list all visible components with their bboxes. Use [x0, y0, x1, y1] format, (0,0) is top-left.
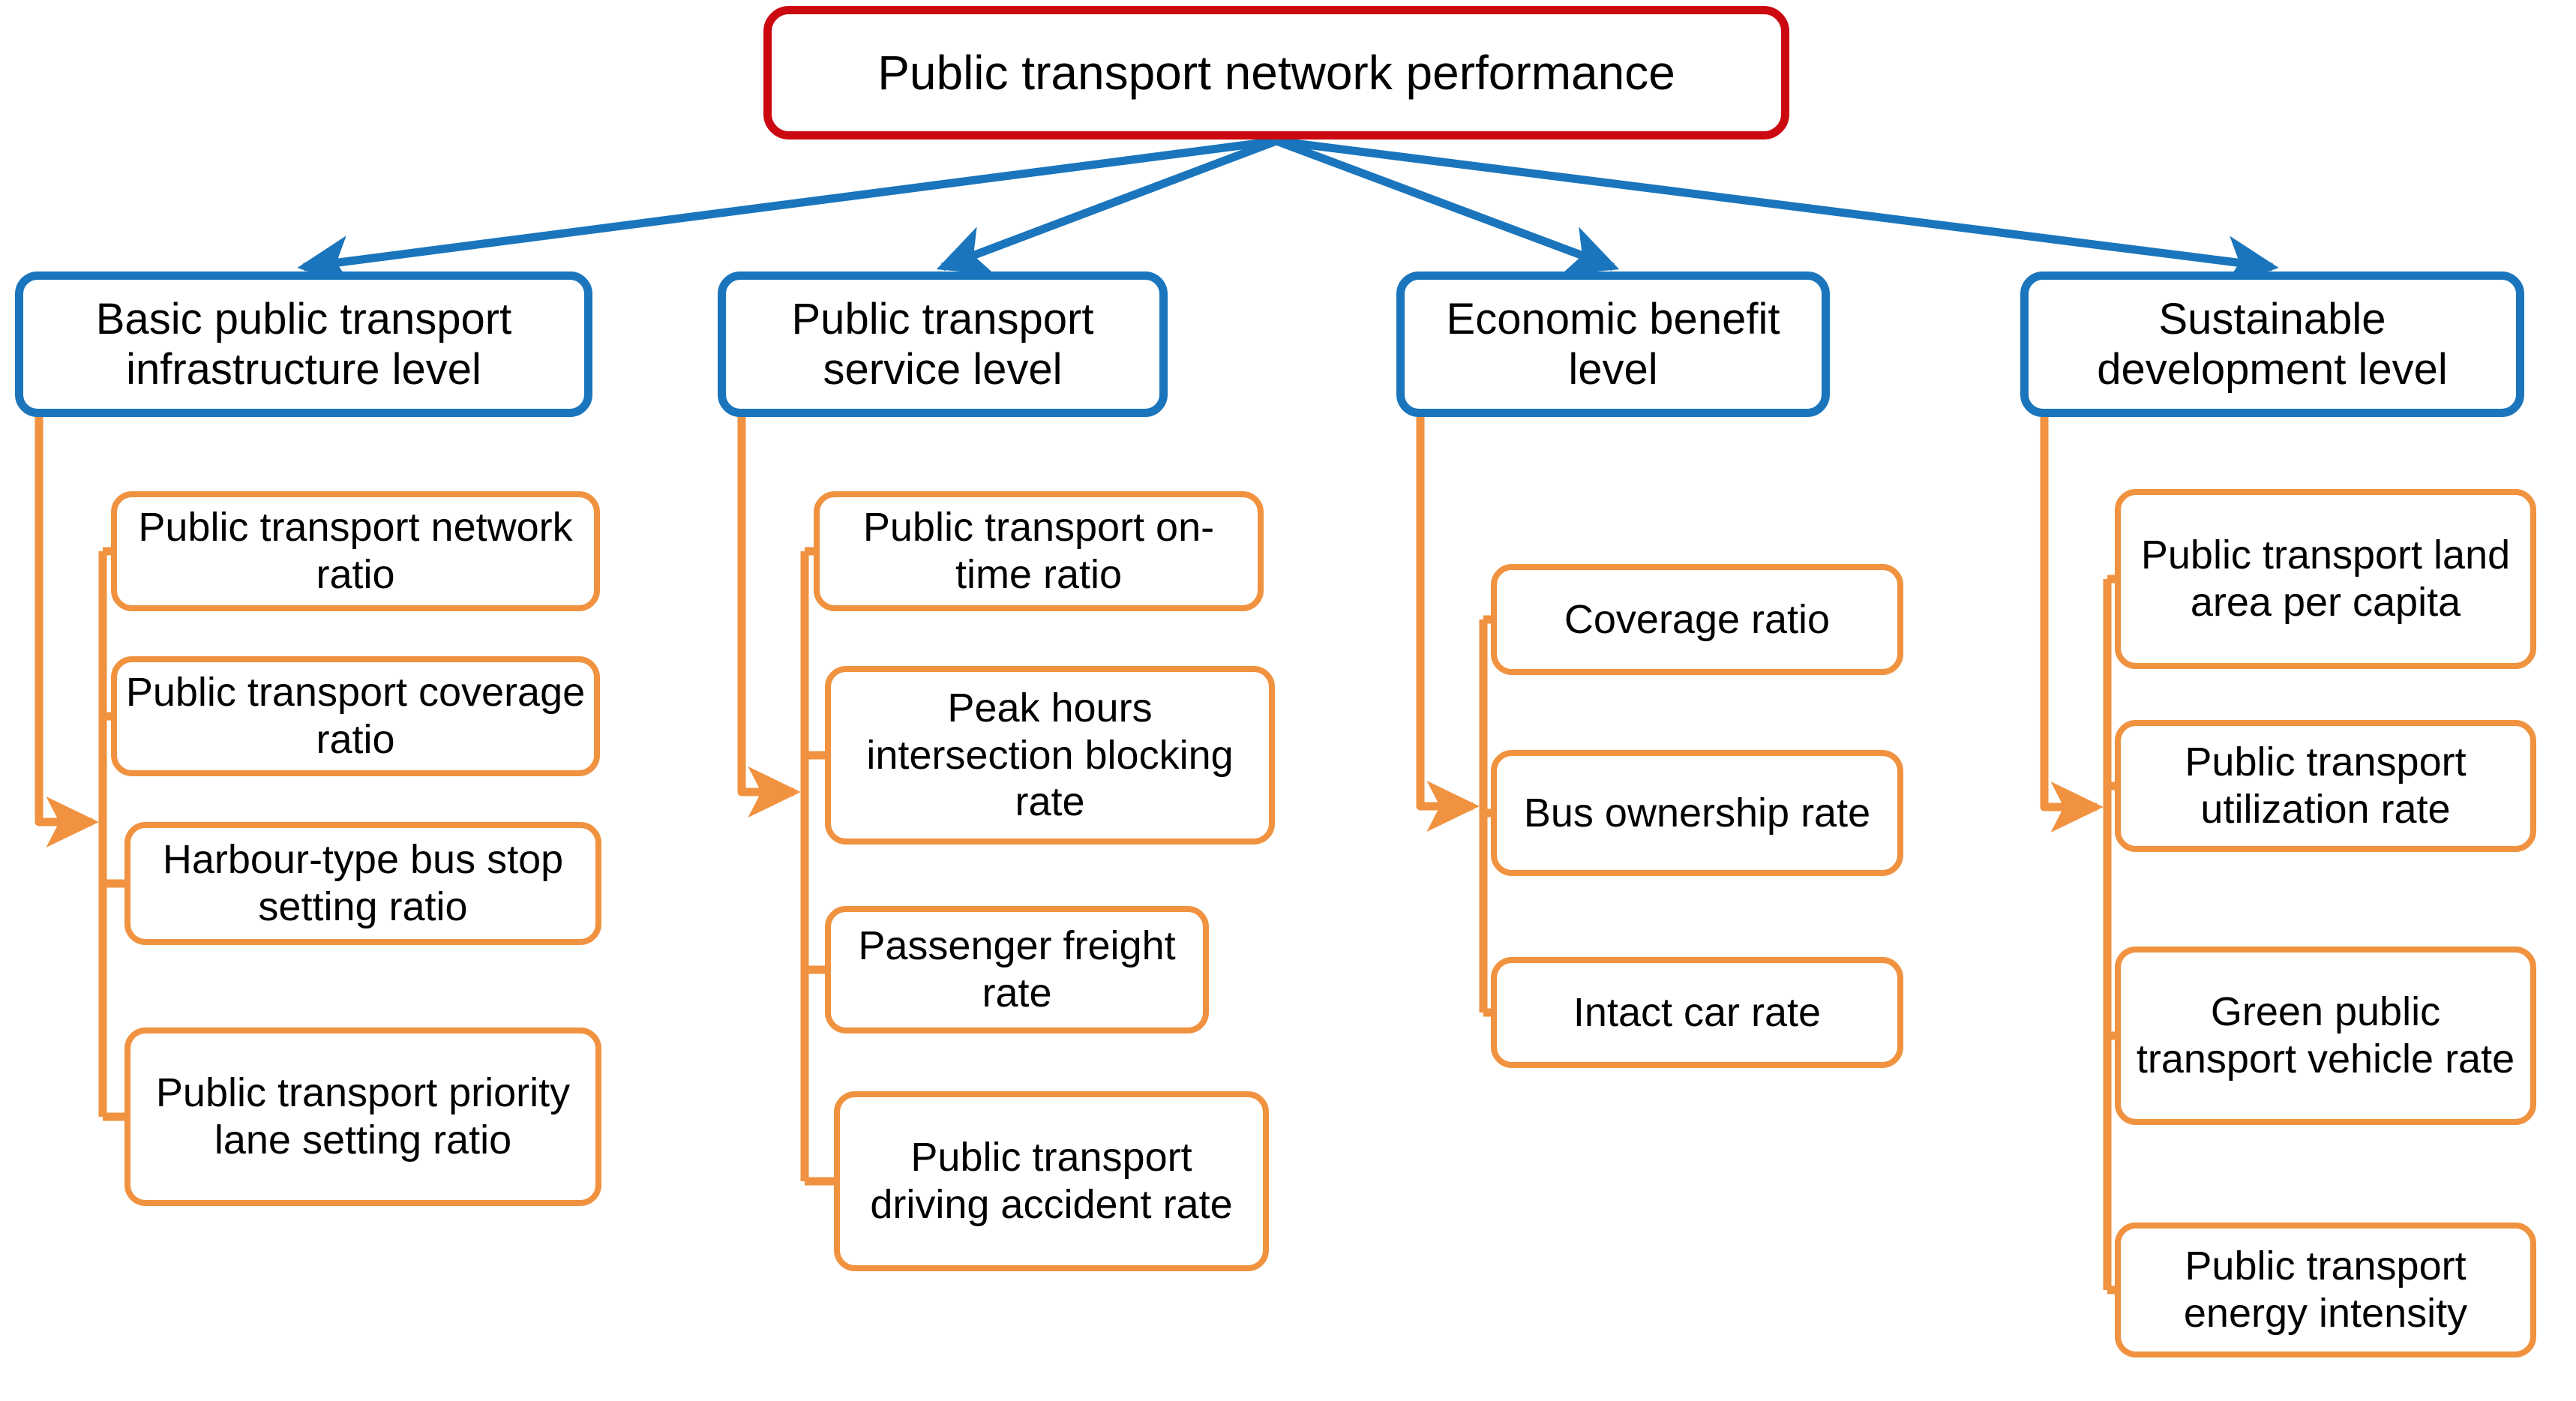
leaf-node-public-transport-energy-intensity[interactable]: Public transport energy intensity [2115, 1222, 2536, 1358]
leaf-node-public-transport-network-ratio-label: Public transport network ratio [138, 505, 573, 597]
root-to-branch-arrow-basic-public-transport-infrastructure-level [297, 136, 1277, 286]
leaf-node-public-transport-driving-accident-rate[interactable]: Public transport driving accident rate [834, 1091, 1269, 1271]
leaf-node-peak-hours-intersection-blocking-rate[interactable]: Peak hours intersection blocking rate [825, 666, 1275, 844]
root-to-branch-arrow-public-transport-service-level [936, 136, 1278, 275]
leaf-node-public-transport-land-area-per-capita-label: Public transport land area per capita [2140, 532, 2511, 625]
leaf-node-coverage-ratio-label: Coverage ratio [1564, 596, 1831, 642]
branch-node-basic-public-transport-infrastructure-level[interactable]: Basic public transport infrastructure le… [15, 272, 592, 417]
leaf-node-public-transport-utilization-rate[interactable]: Public transport utilization rate [2115, 720, 2536, 852]
leaf-node-intact-car-rate[interactable]: Intact car rate [1491, 957, 1903, 1068]
leaf-node-passenger-freight-rate[interactable]: Passenger freight rate [825, 906, 1209, 1034]
leaf-node-public-transport-land-area-per-capita[interactable]: Public transport land area per capita [2115, 489, 2536, 669]
leaf-node-public-transport-on-time-ratio-label: Public transport on-time ratio [862, 505, 1215, 597]
leaf-node-public-transport-priority-lane-setting-ratio-label: Public transport priority lane setting r… [155, 1070, 571, 1162]
leaf-node-harbour-type-bus-stop-setting-ratio[interactable]: Harbour-type bus stop setting ratio [124, 822, 601, 945]
branch-node-sustainable-development-level-label: Sustainable development level [2097, 294, 2448, 394]
branch-node-public-transport-service-level-label: Public transport service level [791, 294, 1094, 394]
leaf-node-public-transport-driving-accident-rate-label: Public transport driving accident rate [870, 1135, 1233, 1227]
branch-node-sustainable-development-level[interactable]: Sustainable development level [2020, 272, 2524, 417]
branch-node-basic-public-transport-infrastructure-level-label: Basic public transport infrastructure le… [95, 294, 512, 394]
root-node-label: Public transport network performance [877, 45, 1675, 100]
leaf-node-public-transport-network-ratio[interactable]: Public transport network ratio [111, 491, 600, 611]
leaf-node-public-transport-energy-intensity-label: Public transport energy intensity [2183, 1244, 2468, 1336]
leaf-node-public-transport-on-time-ratio[interactable]: Public transport on-time ratio [814, 491, 1264, 611]
root-node[interactable]: Public transport network performance [763, 6, 1789, 140]
leaf-node-green-public-transport-vehicle-rate-label: Green public transport vehicle rate [2136, 989, 2515, 1082]
leaf-node-public-transport-utilization-rate-label: Public transport utilization rate [2185, 740, 2467, 832]
branch-trunk-economic-benefit-level [1416, 417, 1480, 832]
leaf-node-passenger-freight-rate-label: Passenger freight rate [858, 923, 1176, 1016]
leaf-node-green-public-transport-vehicle-rate[interactable]: Green public transport vehicle rate [2115, 946, 2536, 1125]
branch-trunk-sustainable-development-level [2040, 417, 2104, 833]
leaf-node-intact-car-rate-label: Intact car rate [1573, 989, 1822, 1035]
leaf-node-bus-ownership-rate-label: Bus ownership rate [1523, 790, 1871, 836]
leaf-node-coverage-ratio[interactable]: Coverage ratio [1491, 564, 1903, 675]
branch-trunk-public-transport-service-level [737, 417, 801, 818]
leaf-node-bus-ownership-rate[interactable]: Bus ownership rate [1491, 750, 1903, 876]
leaf-node-peak-hours-intersection-blocking-rate-label: Peak hours intersection blocking rate [866, 686, 1234, 825]
leaf-node-harbour-type-bus-stop-setting-ratio-label: Harbour-type bus stop setting ratio [162, 837, 564, 929]
leaf-node-public-transport-coverage-ratio-label: Public transport coverage ratio [125, 670, 586, 762]
branch-node-economic-benefit-level[interactable]: Economic benefit level [1396, 272, 1830, 417]
branch-node-economic-benefit-level-label: Economic benefit level [1446, 294, 1780, 394]
leaf-node-public-transport-coverage-ratio[interactable]: Public transport coverage ratio [111, 656, 600, 776]
root-to-branch-arrows [297, 136, 2279, 287]
leaf-node-public-transport-priority-lane-setting-ratio[interactable]: Public transport priority lane setting r… [124, 1028, 601, 1206]
branch-trunk-basic-public-transport-infrastructure-level [34, 417, 99, 848]
root-to-branch-arrow-economic-benefit-level [1275, 136, 1620, 275]
branch-node-public-transport-service-level[interactable]: Public transport service level [718, 272, 1168, 417]
root-to-branch-arrow-sustainable-development-level [1276, 136, 2279, 287]
